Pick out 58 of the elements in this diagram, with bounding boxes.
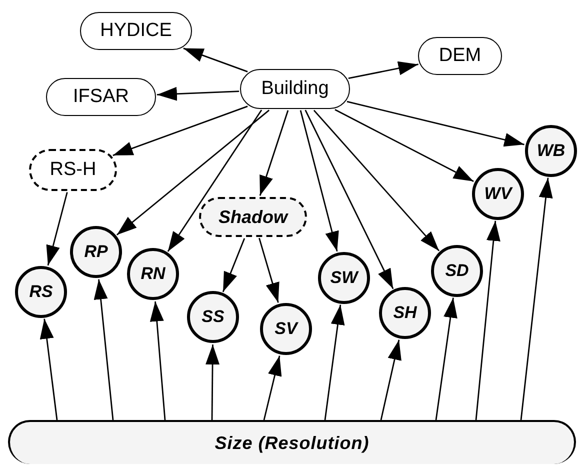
arrow bbox=[259, 110, 289, 196]
node-label: SV bbox=[274, 319, 298, 339]
node-label: IFSAR bbox=[73, 86, 129, 108]
arrow bbox=[183, 48, 248, 72]
node-label: RS bbox=[29, 282, 53, 302]
node-label: Size (Resolution) bbox=[214, 432, 370, 454]
arrow bbox=[300, 110, 339, 252]
arrow bbox=[40, 318, 58, 420]
arrow bbox=[520, 178, 553, 420]
arrow bbox=[475, 220, 500, 420]
arrow bbox=[348, 61, 418, 79]
circle-node bbox=[15, 266, 67, 318]
arrow bbox=[116, 110, 270, 236]
node-label: SD bbox=[445, 261, 469, 281]
circle-node bbox=[260, 303, 312, 355]
node-label: RS-H bbox=[50, 159, 96, 181]
node-label: WB bbox=[536, 141, 566, 161]
arrow bbox=[46, 192, 68, 266]
node-label: SW bbox=[330, 268, 358, 288]
circle-node bbox=[431, 245, 483, 297]
arrow bbox=[167, 110, 262, 252]
node-label: SH bbox=[393, 303, 417, 323]
arrow bbox=[313, 110, 440, 252]
arrow bbox=[258, 238, 280, 303]
arrow bbox=[380, 340, 402, 420]
node-label: HYDICE bbox=[100, 20, 172, 42]
arrow bbox=[94, 279, 114, 420]
rounded-bar bbox=[8, 420, 576, 464]
circle-node bbox=[70, 226, 122, 278]
arrow bbox=[304, 110, 394, 290]
arrow bbox=[206, 344, 220, 420]
dashed-rounded-box bbox=[199, 197, 307, 237]
arrow bbox=[222, 238, 246, 292]
node-label: Building bbox=[261, 78, 329, 100]
circle-node bbox=[318, 252, 370, 304]
rounded-box bbox=[418, 37, 502, 75]
node-label: Shadow bbox=[218, 206, 288, 228]
circle-node bbox=[127, 248, 179, 300]
node-label: RN bbox=[140, 264, 166, 284]
arrow bbox=[346, 100, 524, 147]
arrow bbox=[334, 109, 474, 182]
node-label: DEM bbox=[438, 45, 482, 67]
arrow bbox=[263, 356, 282, 420]
arrow bbox=[150, 301, 166, 420]
node-label: RP bbox=[84, 242, 108, 262]
rounded-box bbox=[240, 69, 350, 109]
circle-node bbox=[379, 287, 431, 339]
circle-node bbox=[472, 168, 524, 220]
node-label: WV bbox=[484, 184, 512, 204]
arrow bbox=[435, 298, 458, 420]
circle-node bbox=[187, 291, 239, 343]
rounded-box bbox=[80, 12, 192, 50]
node-label: SS bbox=[202, 307, 224, 327]
rounded-box bbox=[46, 78, 156, 116]
arrow bbox=[112, 106, 248, 156]
circle-node bbox=[525, 125, 577, 177]
arrow bbox=[324, 304, 345, 420]
arrow bbox=[156, 86, 240, 101]
